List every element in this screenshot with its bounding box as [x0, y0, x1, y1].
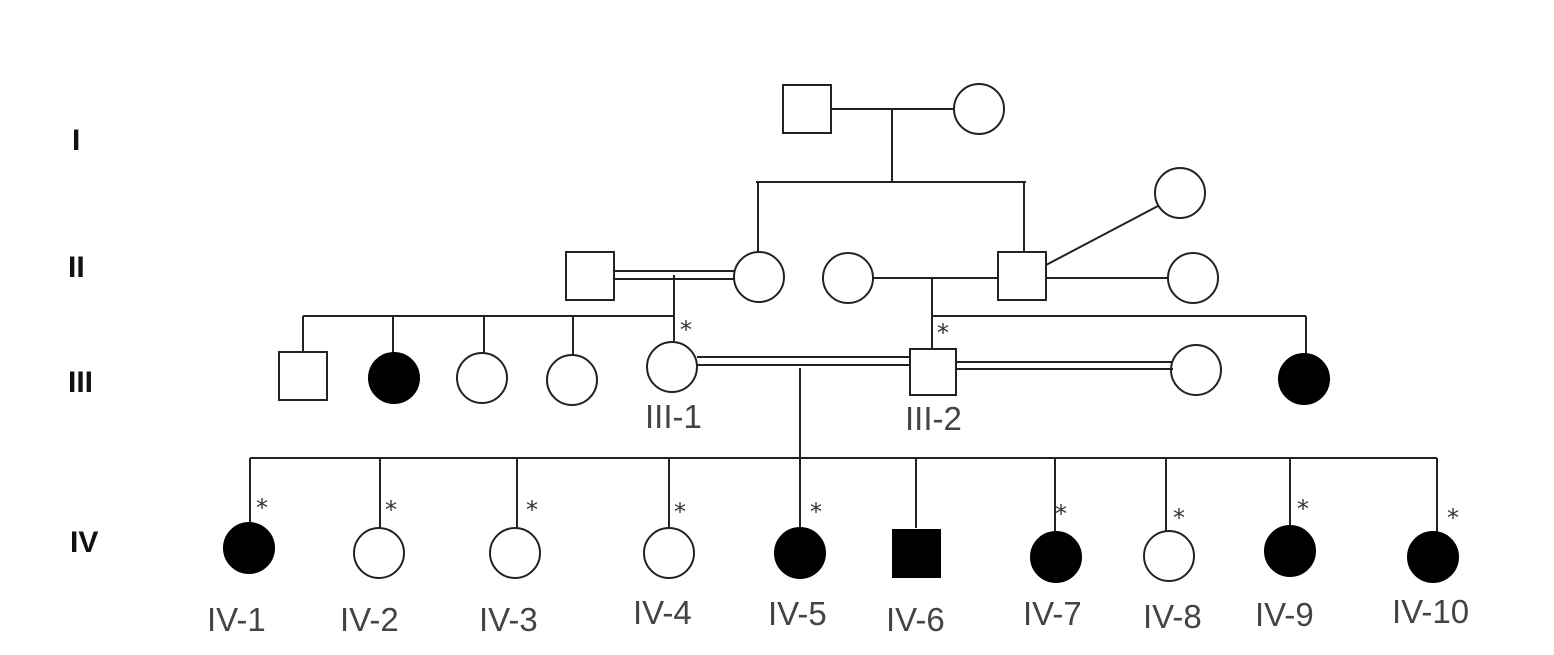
gen3-male-1 [278, 351, 328, 401]
label-iv-6: IV-6 [886, 601, 945, 638]
gen3-female-4 [546, 354, 598, 406]
marker-iv-7: * [1055, 500, 1067, 528]
label-iv-9: IV-9 [1255, 596, 1314, 633]
individual-iv-9 [1264, 525, 1316, 577]
label-iii-2: III-2 [905, 400, 962, 437]
label-iv-1: IV-1 [207, 601, 266, 638]
individual-iv-5 [774, 527, 826, 579]
generation-label-i: I [72, 124, 80, 157]
gen2-female-daughter [733, 251, 785, 303]
individual-iv-7 [1030, 531, 1082, 583]
generation-label-iii: III [68, 366, 93, 399]
individual-iv-10 [1407, 531, 1459, 583]
gen1-male [782, 84, 832, 134]
individual-iv-4 [643, 527, 695, 579]
label-iv-4: IV-4 [633, 594, 692, 631]
gen2-female-spouse [822, 252, 874, 304]
label-iv-5: IV-5 [768, 595, 827, 632]
marker-iv-4: * [674, 498, 686, 526]
gen3-female-right-affected [1278, 353, 1330, 405]
marker-iii-2: * [937, 319, 949, 347]
gen2-marriage-line-diagonal [1045, 205, 1159, 266]
label-iv-3: IV-3 [479, 601, 538, 638]
individual-iv-8 [1143, 530, 1195, 582]
label-iii-1: III-1 [645, 398, 702, 435]
marker-iv-9: * [1297, 495, 1309, 523]
marker-iv-3: * [526, 496, 538, 524]
gen1-female [953, 83, 1005, 135]
marker-iv-10: * [1447, 504, 1459, 532]
individual-iii-1 [646, 341, 698, 393]
gen2-female-right [1167, 252, 1219, 304]
individual-iii-2 [909, 348, 957, 396]
generation-label-ii: II [68, 251, 85, 284]
individual-iv-3 [489, 527, 541, 579]
marker-iv-2: * [385, 496, 397, 524]
gen2-female-upper-right [1154, 167, 1206, 219]
gen2-male-son [997, 251, 1047, 301]
marker-iii-1: * [680, 316, 692, 344]
label-iv-10: IV-10 [1392, 593, 1469, 630]
individual-iv-1 [223, 522, 275, 574]
marker-iv-1: * [256, 494, 268, 522]
label-iv-7: IV-7 [1023, 595, 1082, 632]
gen3-female-right-spouse [1170, 344, 1222, 396]
gen3-female-3 [456, 352, 508, 404]
marker-iv-8: * [1173, 504, 1185, 532]
marker-iv-5: * [810, 498, 822, 526]
generation-label-iv: IV [70, 526, 98, 559]
individual-iv-2 [353, 527, 405, 579]
label-iv-8: IV-8 [1143, 598, 1202, 635]
label-iv-2: IV-2 [340, 601, 399, 638]
individual-iv-6 [892, 529, 941, 578]
gen3-female-2-affected [368, 352, 420, 404]
gen2-male-left [565, 251, 615, 301]
